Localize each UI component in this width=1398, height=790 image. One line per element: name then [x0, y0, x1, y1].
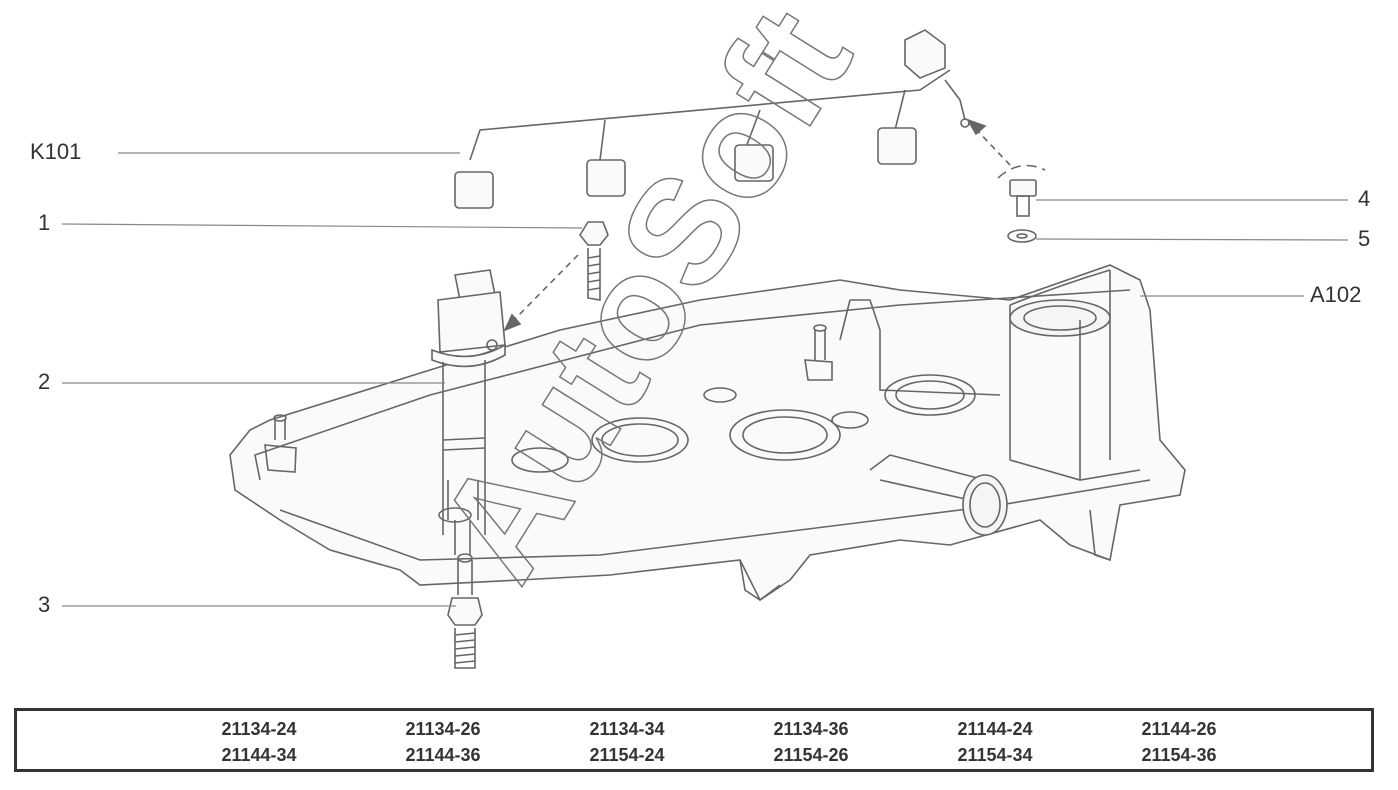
- callout-k101: K101: [30, 139, 82, 164]
- exploded-parts-diagram: [61, 29, 1349, 669]
- model-code: 21144-26: [1141, 719, 1217, 739]
- model-code: 21134-34: [589, 719, 665, 739]
- model-code: 21154-26: [773, 745, 849, 765]
- callout-a102: A102: [1310, 282, 1362, 307]
- callout-5: 5: [1358, 226, 1371, 251]
- leader-lines: [61, 152, 1349, 607]
- model-code: 21134-24: [221, 719, 297, 739]
- wiring-harness: [454, 29, 970, 209]
- model-code: 21154-34: [957, 745, 1033, 765]
- model-code: 21144-34: [221, 745, 297, 765]
- cylinder-head-cover: [229, 264, 1186, 602]
- model-codes-box: 21134-24 21134-26 21134-34 21134-36 2114…: [14, 708, 1374, 772]
- callout-1: 1: [38, 210, 51, 235]
- bolt-and-washer: [966, 118, 1046, 243]
- model-code: 21144-24: [957, 719, 1033, 739]
- ignition-coil: [431, 269, 506, 555]
- model-codes-grid: 21134-24 21134-26 21134-34 21134-36 2114…: [167, 717, 1271, 767]
- coil-bolt: [503, 221, 609, 332]
- model-code: 21154-24: [589, 745, 665, 765]
- model-code: 21144-36: [405, 745, 481, 765]
- callout-3: 3: [38, 592, 51, 617]
- callout-4: 4: [1358, 186, 1371, 211]
- callout-2: 2: [38, 369, 51, 394]
- model-code: 21134-26: [405, 719, 481, 739]
- model-code: 21134-36: [773, 719, 849, 739]
- spark-plug: [447, 553, 483, 669]
- model-code: 21154-36: [1141, 745, 1217, 765]
